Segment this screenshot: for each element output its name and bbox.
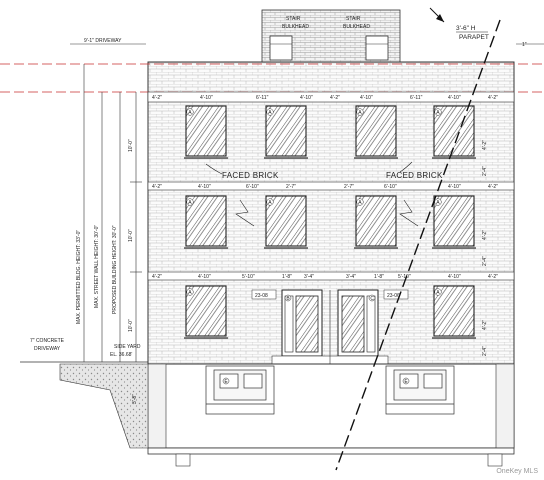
mid-dim-3: 6'-10" (246, 184, 259, 190)
mid-dim-1: 4'-2" (152, 184, 162, 190)
right-dim-5: 4'-2" (482, 320, 488, 330)
right-dim-6: 2'-4" (482, 346, 488, 356)
driveway-dim: 9'-1" DRIVEWAY (84, 38, 122, 44)
low-dim-7: 1'-8" (374, 274, 384, 280)
address-left: 23-08 (255, 293, 268, 299)
door-tag-right: C (370, 296, 374, 302)
window-tag-6: A (268, 200, 272, 206)
low-dim-10: 4'-2" (488, 274, 498, 280)
window-tag-7: A (358, 200, 362, 206)
bulkhead-label-left-2: BULKHEAD (282, 24, 309, 30)
height-max-street-wall: MAX. STREET WALL HEIGHT: 30'-0" (94, 225, 100, 308)
parapet-side-dim: 1" (522, 42, 527, 48)
low-dim-8: 5'-10" (398, 274, 411, 280)
parapet-label-1: 3'-6" H (456, 25, 476, 32)
floor-bands (147, 91, 515, 281)
bulkhead-label-right-1: STAIR (346, 16, 361, 22)
window-tag-9: A (188, 290, 192, 296)
side-yard-2: EL. 36.68' (110, 352, 132, 358)
top-dim-4: 4'-10" (300, 95, 313, 101)
low-dim-9: 4'-10" (448, 274, 461, 280)
mid-dim-4: 2'-7" (286, 184, 296, 190)
mid-dim-7: 4'-10" (448, 184, 461, 190)
height-proposed: PROPOSED BUILDING HEIGHT: 30'-0" (112, 225, 118, 314)
mid-dim-2: 4'-10" (198, 184, 211, 190)
side-yard-soil (59, 363, 149, 449)
diagonal-lot-line (335, 19, 501, 471)
height-max-permitted: MAX. PERMITTED BLDG. HEIGHT: 33'-0" (76, 230, 82, 324)
right-dim-4: 2'-4" (482, 256, 488, 266)
top-dim-3: 6'-11" (256, 95, 269, 101)
window-tag-4: A (436, 110, 440, 116)
door-tag-left: B (286, 296, 290, 302)
basement-tag-left: E (224, 379, 228, 385)
right-dim-3: 4'-2" (482, 230, 488, 240)
mid-dim-8: 4'-2" (488, 184, 498, 190)
low-dim-5: 3'-4" (304, 274, 314, 280)
areaway-left (205, 365, 275, 415)
right-dim-2: 2'-4" (482, 166, 488, 176)
mid-dim-5: 2'-7" (344, 184, 354, 190)
side-yard-1: SIDE YARD (114, 344, 141, 350)
window-tag-1: A (188, 110, 192, 116)
low-dim-2: 4'-10" (198, 274, 211, 280)
window-tag-10: A (436, 290, 440, 296)
address-right: 23-06 (387, 293, 400, 299)
window-tag-2: A (268, 110, 272, 116)
faced-brick-label-right: FACED BRICK (386, 171, 443, 180)
floor-height-3: 10'-0" (128, 319, 134, 332)
low-dim-6: 3'-4" (346, 274, 356, 280)
foundation-footing (147, 447, 515, 455)
foundation-dim: 3'-8" (132, 394, 138, 404)
top-dim-8: 4'-10" (448, 95, 461, 101)
bulkhead-door-right (365, 35, 389, 61)
top-dim-6: 4'-10" (360, 95, 373, 101)
watermark: OneKey MLS (496, 468, 538, 475)
floor-height-1: 10'-0" (128, 139, 134, 152)
bulkhead-label-right-2: BULKHEAD (343, 24, 370, 30)
areaway-right (385, 365, 455, 415)
top-dim-7: 6'-11" (410, 95, 423, 101)
top-dim-9: 4'-2" (488, 95, 498, 101)
top-dim-2: 4'-10" (200, 95, 213, 101)
bulkhead-label-left-1: STAIR (286, 16, 301, 22)
window-tag-5: A (188, 200, 192, 206)
top-dim-1: 4'-2" (152, 95, 162, 101)
foundation-wall (147, 363, 515, 449)
top-dim-5: 4'-2" (330, 95, 340, 101)
low-dim-1: 4'-2" (152, 274, 162, 280)
window-tag-8: A (436, 200, 440, 206)
low-dim-4: 1'-8" (282, 274, 292, 280)
parapet-label-2: PARAPET (459, 34, 489, 41)
faced-brick-label-left: FACED BRICK (222, 171, 279, 180)
floor-height-2: 10'-0" (128, 229, 134, 242)
low-dim-3: 5'-10" (242, 274, 255, 280)
window-tag-3: A (358, 110, 362, 116)
concrete-driveway-1: 7" CONCRETE (30, 338, 65, 344)
concrete-driveway-2: DRIVEWAY (34, 346, 61, 352)
mid-dim-6: 6'-10" (384, 184, 397, 190)
basement-tag-right: E (404, 379, 408, 385)
right-dim-1: 4'-2" (482, 140, 488, 150)
bulkhead-door-left (269, 35, 293, 61)
